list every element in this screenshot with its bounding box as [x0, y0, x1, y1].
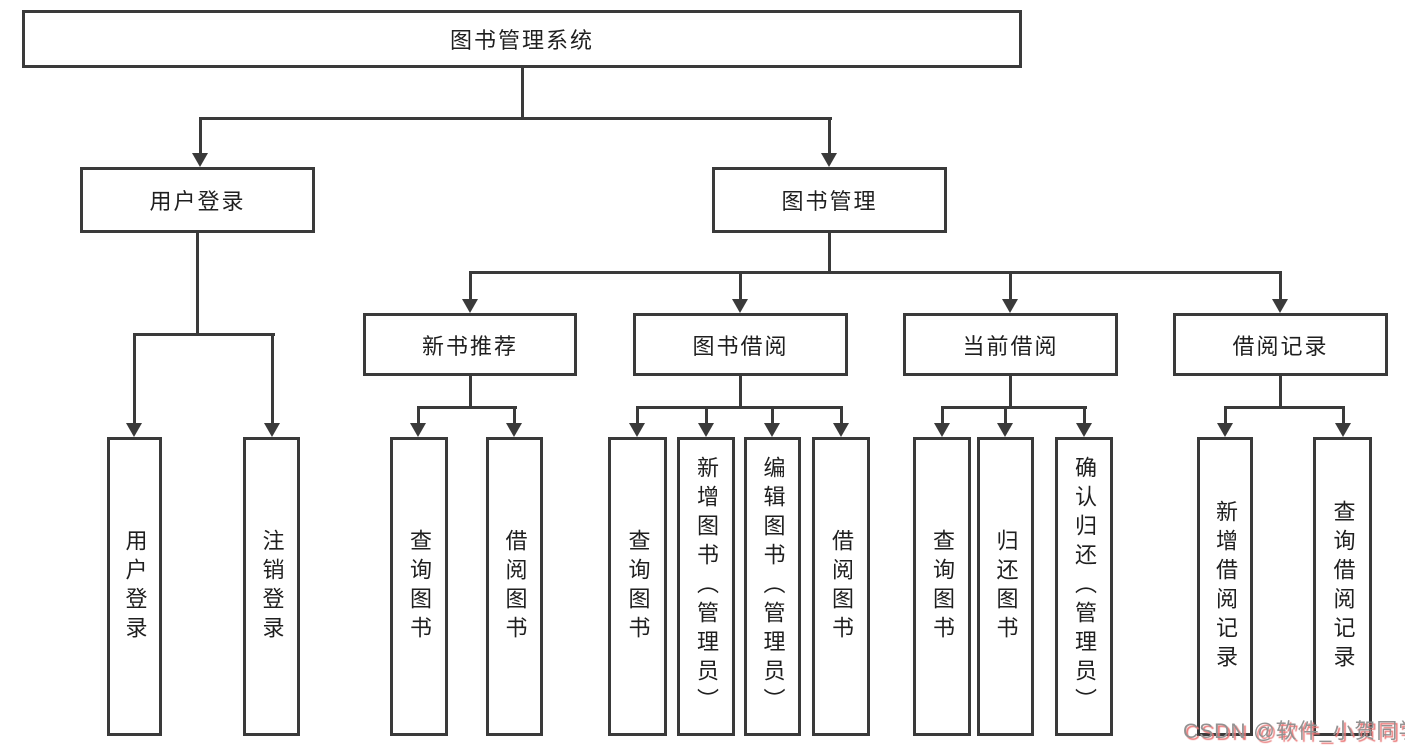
leaf-user-login-label: 用户登录 — [122, 528, 148, 645]
arrow-down-icon — [629, 423, 645, 437]
node-borrow-records-label: 借阅记录 — [1232, 333, 1329, 359]
connector-line — [520, 67, 524, 120]
leaf-return-book: 归还图书 — [977, 437, 1034, 736]
leaf-edit-book-admin: 编辑图书（管理员） — [744, 437, 801, 736]
connector-arrow-shaft — [635, 407, 639, 425]
connector-arrow-shaft — [198, 118, 202, 155]
arrow-down-icon — [1002, 299, 1018, 313]
connector-line — [195, 233, 199, 336]
leaf-query-books-current-label: 查询图书 — [930, 528, 955, 645]
leaf-return-book-label: 归还图书 — [993, 528, 1019, 645]
connector-line — [1279, 376, 1282, 408]
connector-line — [468, 376, 472, 408]
arrow-down-icon — [1076, 423, 1092, 437]
connector-arrow-shaft — [1003, 407, 1007, 425]
node-user-login-label: 用户登录 — [149, 189, 246, 214]
leaf-borrow-books: 借阅图书 — [812, 437, 870, 736]
leaf-borrow-books-label: 借阅图书 — [829, 528, 854, 645]
arrow-down-icon — [1272, 299, 1288, 313]
node-new-book-recommend-label: 新书推荐 — [421, 333, 518, 359]
connector-arrow-shaft — [770, 407, 774, 425]
connector-line — [468, 270, 1282, 274]
arrow-down-icon — [732, 299, 748, 313]
leaf-query-books-recommend: 查询图书 — [390, 437, 448, 736]
connector-line — [940, 405, 1087, 409]
arrow-down-icon — [934, 423, 950, 437]
leaf-add-book-admin-label: 新增图书（管理员） — [694, 456, 719, 717]
arrow-down-icon — [833, 423, 849, 437]
arrow-down-icon — [698, 423, 714, 437]
leaf-logout: 注销登录 — [243, 437, 300, 736]
leaf-confirm-return-admin: 确认归还（管理员） — [1055, 437, 1113, 736]
csdn-watermark: CSDN @软件_小贺同学 — [1183, 720, 1405, 743]
connector-arrow-shaft — [1278, 272, 1282, 301]
node-current-borrow: 当前借阅 — [903, 313, 1118, 376]
node-book-management: 图书管理 — [712, 167, 947, 233]
arrow-down-icon — [764, 423, 780, 437]
node-user-login: 用户登录 — [80, 167, 315, 233]
arrow-down-icon — [1335, 423, 1351, 437]
node-current-borrow-label: 当前借阅 — [962, 333, 1059, 359]
node-borrow-records: 借阅记录 — [1173, 313, 1388, 376]
connector-arrow-shaft — [468, 272, 472, 301]
leaf-query-borrow-record-label: 查询借阅记录 — [1330, 499, 1356, 674]
connector-arrow-shaft — [738, 272, 742, 301]
node-book-borrow: 图书借阅 — [633, 313, 848, 376]
arrow-down-icon — [997, 423, 1013, 437]
leaf-borrow-books-recommend-label: 借阅图书 — [502, 528, 528, 645]
leaf-query-books-borrow: 查询图书 — [608, 437, 667, 736]
leaf-add-book-admin: 新增图书（管理员） — [677, 437, 735, 736]
connector-arrow-shaft — [1223, 407, 1227, 425]
connector-arrow-shaft — [416, 407, 420, 425]
leaf-logout-label: 注销登录 — [259, 528, 285, 645]
connector-line — [739, 376, 742, 408]
leaf-query-borrow-record: 查询借阅记录 — [1313, 437, 1372, 736]
leaf-query-books-recommend-label: 查询图书 — [407, 528, 432, 645]
leaf-borrow-books-recommend: 借阅图书 — [486, 437, 543, 736]
arrow-down-icon — [264, 423, 280, 437]
connector-arrow-shaft — [270, 334, 274, 425]
leaf-add-borrow-record: 新增借阅记录 — [1197, 437, 1253, 736]
leaf-edit-book-admin-label: 编辑图书（管理员） — [760, 456, 786, 717]
connector-line — [828, 233, 831, 274]
node-library-system-label: 图书管理系统 — [449, 28, 594, 53]
connector-arrow-shaft — [839, 407, 843, 425]
leaf-query-books-current: 查询图书 — [913, 437, 971, 736]
arrow-down-icon — [410, 423, 426, 437]
connector-line — [1009, 376, 1012, 408]
arrow-down-icon — [506, 423, 522, 437]
arrow-down-icon — [821, 153, 837, 167]
node-book-borrow-label: 图书借阅 — [692, 333, 789, 359]
connector-arrow-shaft — [940, 407, 944, 425]
node-library-system: 图书管理系统 — [22, 10, 1022, 68]
connector-line — [416, 405, 517, 409]
connector-line — [132, 332, 275, 336]
leaf-confirm-return-admin-label: 确认归还（管理员） — [1072, 456, 1097, 717]
node-book-management-label: 图书管理 — [781, 189, 878, 214]
connector-line — [198, 116, 832, 120]
connector-line — [1223, 405, 1345, 409]
leaf-add-borrow-record-label: 新增借阅记录 — [1213, 499, 1238, 674]
leaf-user-login: 用户登录 — [107, 437, 162, 736]
connector-arrow-shaft — [827, 118, 831, 155]
node-new-book-recommend: 新书推荐 — [363, 313, 577, 376]
arrow-down-icon — [1217, 423, 1233, 437]
arrow-down-icon — [192, 153, 208, 167]
connector-arrow-shaft — [1341, 407, 1345, 425]
connector-arrow-shaft — [1008, 272, 1012, 301]
connector-line — [635, 405, 843, 409]
connector-arrow-shaft — [704, 407, 708, 425]
arrow-down-icon — [126, 423, 142, 437]
connector-arrow-shaft — [132, 334, 136, 425]
leaf-query-books-borrow-label: 查询图书 — [625, 528, 651, 645]
arrow-down-icon — [462, 299, 478, 313]
connector-arrow-shaft — [1082, 407, 1086, 425]
connector-arrow-shaft — [512, 407, 516, 425]
